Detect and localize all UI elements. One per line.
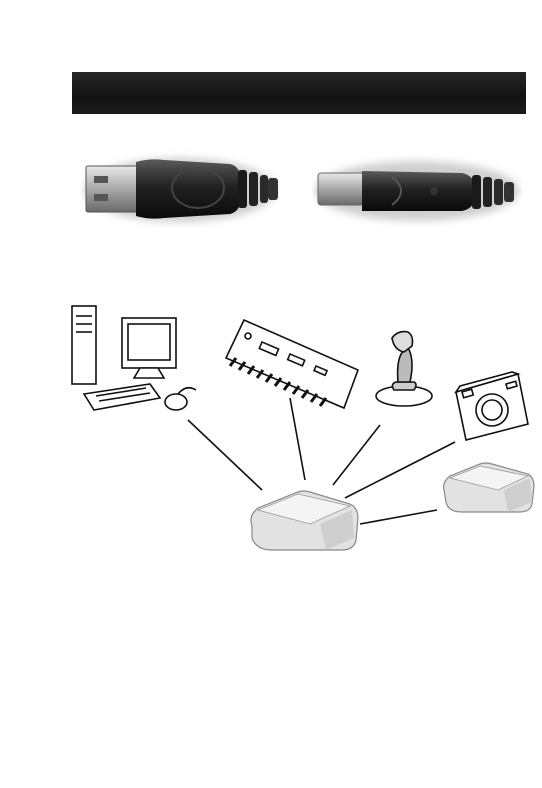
music-keyboard-icon [226,320,358,408]
line-joystick-hub [333,425,380,485]
usb-type-a-plug-icon [80,148,280,228]
header-banner [72,72,526,114]
line-camera-hub [345,442,455,498]
usb-type-b-plug-icon [312,155,522,227]
line-keyboard-hub [290,398,305,480]
usb-hub-icon [251,491,358,550]
usb-hub-icon [444,463,534,512]
joystick-icon [376,332,432,406]
desktop-computer-icon [72,306,196,410]
camera-icon [456,372,528,440]
line-computer-hub [188,420,262,490]
usb-connection-diagram [0,280,542,580]
line-hub-hub [360,510,437,524]
